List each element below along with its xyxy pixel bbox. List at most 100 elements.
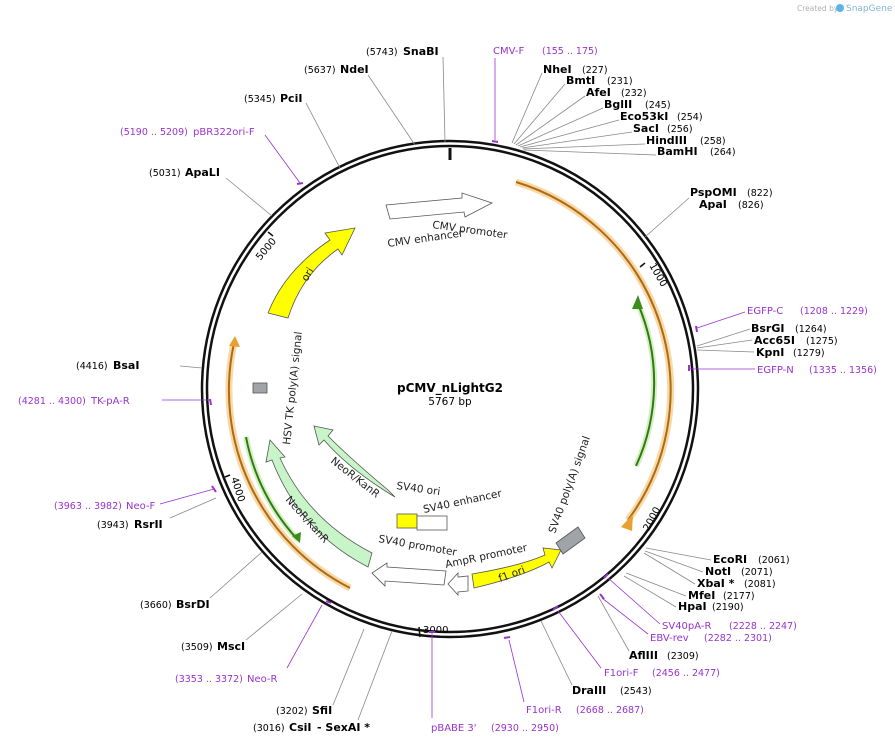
primer-mark-f1ori-r <box>503 636 511 639</box>
site-name-hpai: HpaI <box>678 600 707 613</box>
site-leader-saci <box>521 131 633 149</box>
orange-feature-right-arrowhead <box>621 514 633 531</box>
snapgene-logo-icon <box>836 4 844 12</box>
tick-5000 <box>267 231 274 237</box>
site-pos-eco53ki: (254) <box>677 112 703 123</box>
site-pos-acc65i: (1275) <box>806 336 838 347</box>
primer-mark-ebv-rev <box>599 593 605 600</box>
site-name-eco53ki: Eco53kI <box>620 110 668 123</box>
cmv-promoter-arrow <box>385 192 494 220</box>
site-leader-acc65i <box>696 339 753 349</box>
primer-name-neo-r: Neo-R <box>247 674 278 685</box>
site-leader-sfii <box>332 628 365 706</box>
primer-range-cmv-f: (155 .. 175) <box>542 46 598 57</box>
site-name-nhei: NheI <box>543 63 572 76</box>
neor-kanr-arrow-2 <box>265 439 373 568</box>
site-name-bsai: BsaI <box>113 359 139 372</box>
site-pos-afliii: (2309) <box>667 651 699 662</box>
site-name-saci: SacI <box>633 122 659 135</box>
primer-name-sv40pa-r: SV40pA-R <box>662 621 711 632</box>
created-by-label: Created by <box>797 4 839 13</box>
site-pos-xbai: (2081) <box>744 579 776 590</box>
site-name-snabi: SnaBI <box>403 45 439 58</box>
green-feature-left-arrowhead <box>292 532 301 543</box>
site-leader-bsai <box>179 365 203 369</box>
orange-feature-right-halo <box>514 178 675 523</box>
green-feature-right <box>635 303 656 467</box>
site-pos-kpni: (1279) <box>793 348 825 359</box>
site-name-bsrdi: BsrDI <box>176 598 210 611</box>
hsv-tk-polya-label: HSV TK poly(A) signal <box>281 331 305 445</box>
sv40-ori-label: SV40 ori <box>396 480 441 498</box>
orange-feature-right <box>515 181 672 521</box>
site-leader-rsrii <box>169 497 217 519</box>
site-leader-ndei <box>367 74 416 146</box>
site-leader-csii <box>357 630 393 721</box>
green-feature-right-arrowhead <box>632 295 643 309</box>
primer-range-egfp-n: (1335 .. 1356) <box>809 365 877 376</box>
site-leader-kpni <box>696 349 755 353</box>
plasmid-length: 5767 bp <box>428 396 472 408</box>
site-name-sexai: - SexAI * <box>317 721 370 734</box>
primer-range-f1ori-f: (2456 .. 2477) <box>652 668 720 679</box>
primer-name-cmv-f: CMV-F <box>493 46 524 57</box>
sv40-polya-box <box>555 526 586 555</box>
primer-leader-egfp-c <box>696 311 746 329</box>
site-pos-afei: (232) <box>621 88 647 99</box>
site-pos-hindiii: (258) <box>700 136 726 147</box>
tick-3000 <box>418 626 421 638</box>
site-pos-nhei: (227) <box>582 65 608 76</box>
neor-kanr-arrow-1 <box>313 425 396 498</box>
primer-mark-cmv-f <box>491 140 499 143</box>
primer-leader-pbr322ori-f <box>264 134 301 184</box>
primer-range-pbr322ori-f: (5190 .. 5209) <box>120 127 188 138</box>
tick-label-4000: 4000 <box>228 476 246 504</box>
site-name-bglii: BglII <box>604 98 632 111</box>
site-leader-pspomi <box>644 197 690 238</box>
site-pos-hpai: (2190) <box>712 602 744 613</box>
site-name-ecori: EcoRI <box>713 553 747 566</box>
site-pos-pcii: (5345) <box>244 94 276 105</box>
site-pos-ecori: (2061) <box>758 555 790 566</box>
site-leader-draiii <box>540 620 573 686</box>
primer-mark-tk-pa-r <box>209 398 212 406</box>
site-pos-bamhi: (264) <box>710 147 736 158</box>
site-pos-snabi: (5743) <box>366 47 398 58</box>
site-name-xbai: XbaI * <box>697 577 735 590</box>
primer-mark-f1ori-f <box>552 605 559 611</box>
primer-name-ebv-rev: EBV-rev <box>650 633 689 644</box>
site-name-pspomi: PspOMI <box>690 186 737 199</box>
green-feature-left <box>245 436 299 541</box>
site-pos-mfei: (2177) <box>723 591 755 602</box>
site-name-mfei: MfeI <box>688 589 715 602</box>
site-leader-mfei <box>625 572 687 597</box>
site-name-kpni: KpnI <box>756 346 784 359</box>
site-leader-bglii <box>517 107 604 147</box>
primer-leader-neo-r <box>286 604 323 669</box>
hsv-tk-polya-box <box>252 382 268 394</box>
site-pos-pspomi: (822) <box>747 188 773 199</box>
primer-name-neo-f: Neo-F <box>126 501 156 512</box>
ori-arrow <box>267 227 356 319</box>
primer-range-neo-r: (3353 .. 3372) <box>175 674 243 685</box>
site-name-apai: ApaI <box>699 198 727 211</box>
site-leader-pcii <box>305 102 341 169</box>
site-leader-eco53ki <box>519 119 620 148</box>
site-leader-bmti <box>513 83 566 145</box>
site-pos-bsai: (4416) <box>76 361 108 372</box>
site-pos-apai: (826) <box>738 200 764 211</box>
site-leader-afliii <box>597 595 630 652</box>
site-name-apali: ApaLI <box>185 166 220 179</box>
site-name-rsrii: RsrII <box>134 518 163 531</box>
sv40-promoter-label: SV40 promoter <box>377 533 458 559</box>
primer-leader-neo-f <box>159 488 215 505</box>
primer-mark-egfp-c <box>695 325 698 333</box>
site-pos-ndei: (5637) <box>304 65 336 76</box>
site-pos-rsrii: (3943) <box>97 520 129 531</box>
sv40-ori-box <box>396 513 418 529</box>
primer-name-pbr322ori-f: pBR322ori-F <box>193 127 255 138</box>
site-pos-csii: (3016) <box>253 723 285 734</box>
tick-1000 <box>639 262 646 268</box>
primer-mark-neo-r <box>325 600 332 604</box>
